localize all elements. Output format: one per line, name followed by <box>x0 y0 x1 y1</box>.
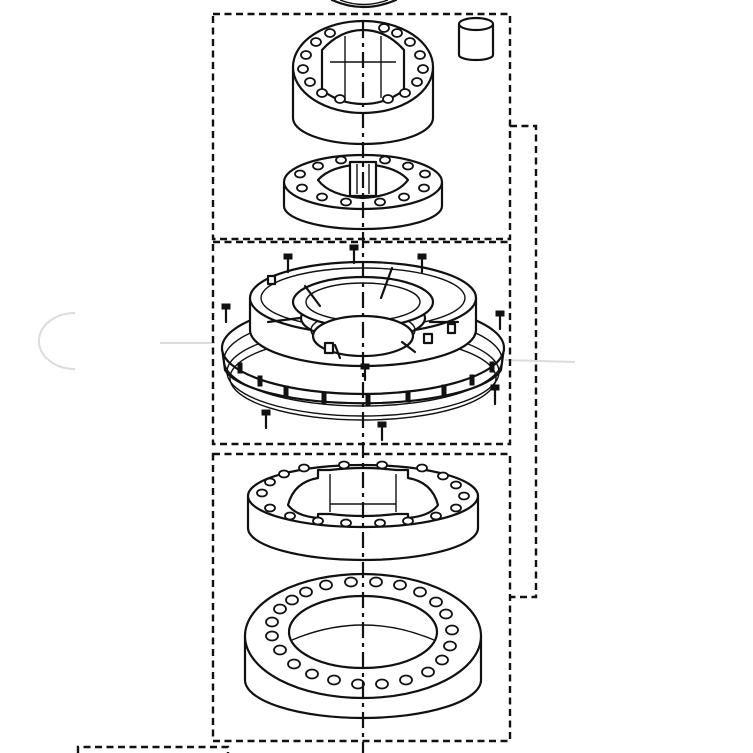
top-ring-holes <box>297 23 429 104</box>
top-flange-holes <box>294 155 431 207</box>
splined-ring <box>246 460 480 562</box>
glare-artifact <box>38 312 576 370</box>
group-bracket <box>510 124 538 599</box>
base-ring-holes <box>265 576 459 690</box>
middle-assembly-box <box>211 240 512 446</box>
bolt <box>261 409 271 430</box>
bolt <box>360 363 370 382</box>
flange-ribs <box>237 361 495 406</box>
bolt <box>417 253 427 274</box>
mounting-bolts <box>221 244 505 442</box>
bolt <box>283 253 293 274</box>
bolt <box>349 244 359 265</box>
small-cylinder-pin <box>457 16 495 62</box>
bolt <box>377 421 387 442</box>
bolt <box>490 384 500 406</box>
top-washer-partial <box>330 0 398 9</box>
bolt <box>495 310 505 331</box>
next-box-partial <box>76 745 230 753</box>
bolt <box>221 303 231 324</box>
splined-ring-holes <box>256 460 470 528</box>
